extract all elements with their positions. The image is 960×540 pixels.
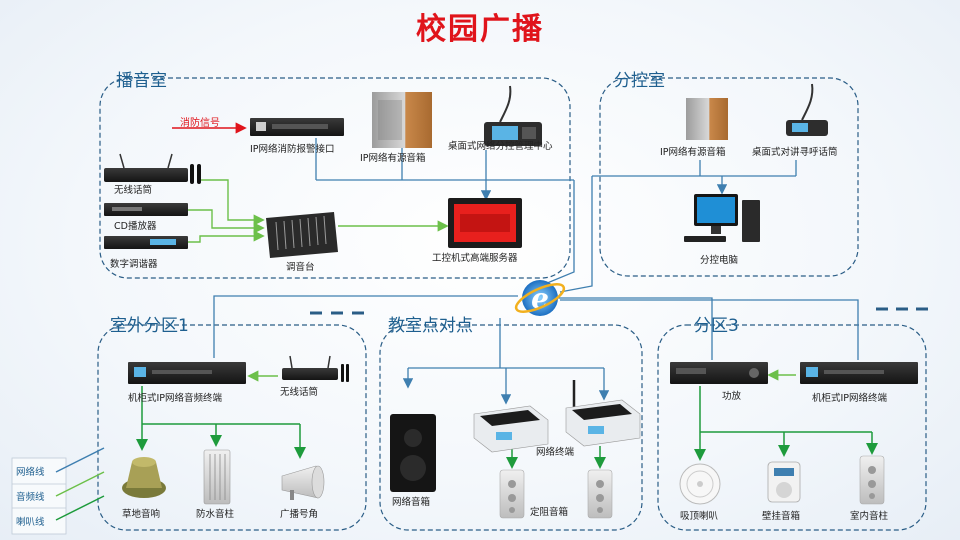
label-lawn-speaker: 草地音响 xyxy=(122,509,161,520)
label-sub-control-pc: 分控电脑 xyxy=(700,255,739,266)
ceiling-speaker-device xyxy=(679,463,721,505)
ip-active-speaker-device-1 xyxy=(372,92,432,148)
rack-terminal-device-1 xyxy=(128,362,246,384)
zone-title-zone3: 分区3 xyxy=(694,316,739,336)
ipc-server-device xyxy=(448,198,522,248)
network-terminal-device-2 xyxy=(565,380,641,447)
horn-speaker-device xyxy=(281,465,325,500)
label-network-terminal: 网络终端 xyxy=(536,447,575,458)
network-terminal-device-1 xyxy=(473,405,549,453)
label-horn-speaker: 广播号角 xyxy=(280,509,319,520)
label-amplifier: 功放 xyxy=(722,391,742,402)
page-title: 校园广播 xyxy=(416,12,544,47)
label-fire-alarm-interface: IP网络消防报警接口 xyxy=(250,144,335,155)
zone-box-classroom xyxy=(379,324,643,531)
mixer-device xyxy=(266,212,338,258)
label-fixed-resistance-speaker: 定阻音箱 xyxy=(530,507,569,518)
cd-player-device xyxy=(104,203,188,216)
ie-network-icon: e xyxy=(514,280,566,316)
label-ceiling-speaker: 吸顶喇叭 xyxy=(680,511,719,522)
label-indoor-column: 室内音柱 xyxy=(850,511,889,522)
label-rack-terminal-1: 机柜式IP网络音频终端 xyxy=(128,393,223,404)
label-digital-tuner: 数字调谐器 xyxy=(110,259,158,270)
label-wall-speaker: 壁挂音箱 xyxy=(762,511,801,522)
zone-box-broadcast-room xyxy=(99,77,571,279)
zone-title-sub-control: 分控室 xyxy=(614,71,665,91)
fire-signal-label: 消防信号 xyxy=(180,118,220,129)
amplifier-device xyxy=(670,362,768,384)
fixed-resistance-speaker-device-2 xyxy=(587,469,613,519)
label-desktop-control-center: 桌面式网络分控管理中心 xyxy=(448,141,553,152)
label-wireless-mic-1: 无线话筒 xyxy=(114,185,153,196)
label-cd-player: CD播放器 xyxy=(114,221,157,232)
label-network-speaker: 网络音箱 xyxy=(392,497,431,508)
wall-speaker-device xyxy=(767,461,801,503)
wireless-mic-device-2 xyxy=(282,355,349,382)
rack-terminal-device-2 xyxy=(800,362,918,384)
legend-swatch-audio xyxy=(55,471,105,497)
desktop-control-center-device xyxy=(484,85,542,146)
zone-title-outdoor: 室外分区1 xyxy=(110,316,189,336)
legend-swatch-network xyxy=(55,447,105,473)
legend-label-speaker: 喇叭线 xyxy=(16,517,45,528)
legend-box xyxy=(11,447,105,535)
waterproof-column-device xyxy=(203,449,231,505)
lawn-speaker-device xyxy=(122,457,166,498)
sub-control-pc-device xyxy=(684,194,760,242)
fixed-resistance-speaker-device-1 xyxy=(499,469,525,519)
label-waterproof-column: 防水音柱 xyxy=(196,509,235,520)
network-speaker-device xyxy=(390,414,436,492)
label-wireless-mic-2: 无线话筒 xyxy=(280,387,319,398)
legend-swatch-speaker xyxy=(55,495,105,521)
label-ip-active-speaker-1: IP网络有源音箱 xyxy=(360,153,426,164)
legend-label-audio: 音频线 xyxy=(16,492,45,503)
legend-label-network: 网络线 xyxy=(16,467,45,478)
network-lines xyxy=(213,138,859,405)
wireless-mic-device-1 xyxy=(104,153,201,184)
label-ipc-server: 工控机式高端服务器 xyxy=(432,253,518,264)
decor-dashes xyxy=(310,307,928,315)
label-desktop-intercom-mic: 桌面式对讲寻呼话筒 xyxy=(752,147,838,158)
ip-active-speaker-device-2 xyxy=(686,98,728,140)
desktop-intercom-mic-device xyxy=(786,83,828,136)
digital-tuner-device xyxy=(104,236,188,249)
zone-box-zone3 xyxy=(657,324,927,531)
label-ip-active-speaker-2: IP网络有源音箱 xyxy=(660,147,726,158)
audio-lines xyxy=(188,179,796,382)
zone-box-sub-control xyxy=(599,77,859,277)
indoor-column-device xyxy=(859,455,885,505)
label-mixer: 调音台 xyxy=(286,262,315,273)
speaker-lines xyxy=(136,386,878,469)
zone-box-outdoor xyxy=(97,324,367,531)
fire-alarm-interface-device xyxy=(250,118,344,136)
zone-title-classroom: 教室点对点 xyxy=(388,316,473,336)
zone-title-broadcast-room: 播音室 xyxy=(116,71,167,91)
label-rack-terminal-2: 机柜式IP网络终端 xyxy=(812,393,888,404)
